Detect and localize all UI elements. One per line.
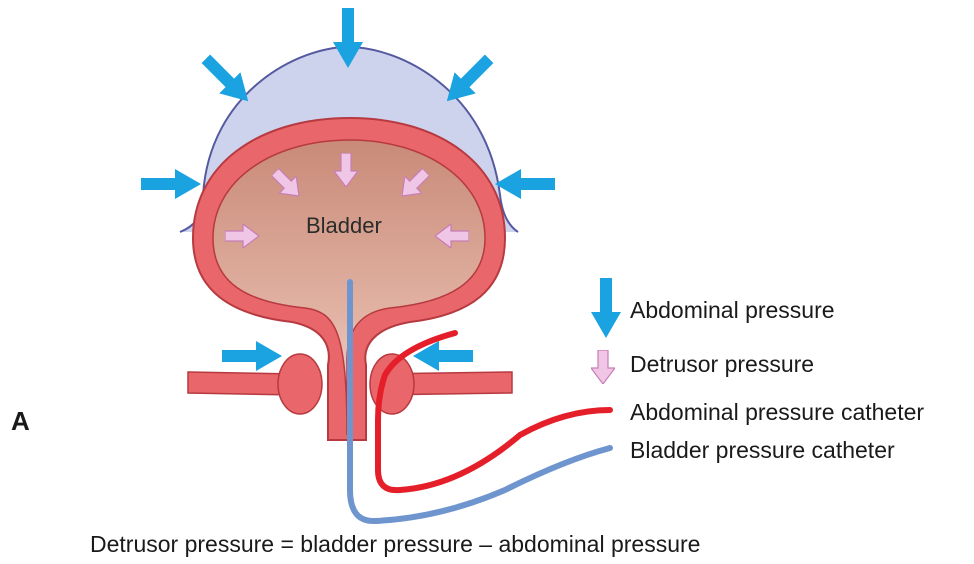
legend-abdominal-arrow-icon bbox=[591, 278, 621, 338]
abdominal-arrow-lower-left bbox=[222, 341, 282, 371]
legend-abdominal-catheter: Abdominal pressure catheter bbox=[630, 399, 924, 426]
pressure-formula: Detrusor pressure = bladder pressure – a… bbox=[90, 531, 700, 558]
panel-letter: A bbox=[11, 406, 30, 437]
bladder-label: Bladder bbox=[306, 213, 382, 239]
abdominal-pressure-catheter bbox=[378, 333, 610, 490]
legend-bladder-catheter: Bladder pressure catheter bbox=[630, 437, 895, 464]
legend-abdominal-pressure: Abdominal pressure bbox=[630, 297, 835, 324]
abdominal-arrow-right bbox=[495, 169, 555, 199]
abdominal-arrow-left bbox=[141, 169, 201, 199]
legend-detrusor-pressure: Detrusor pressure bbox=[630, 351, 814, 378]
legend-detrusor-arrow-icon bbox=[591, 350, 615, 384]
sphincter-left bbox=[278, 354, 322, 414]
